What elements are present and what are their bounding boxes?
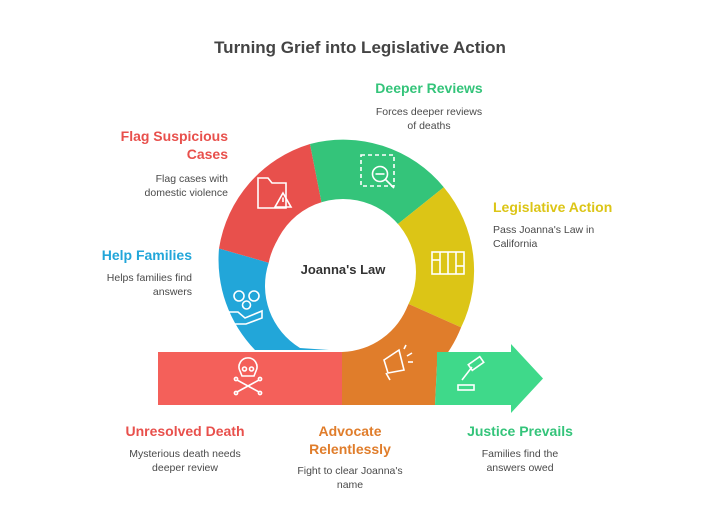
legislative-action-title: Legislative Action <box>493 199 613 215</box>
help-families-desc: Helps families find answers <box>106 272 192 298</box>
center-label: Joanna's Law <box>300 262 386 277</box>
segment-advocate-relentlessly <box>342 303 462 405</box>
justice-prevails-title: Justice Prevails <box>467 423 573 439</box>
deeper-reviews-desc: Forces deeper reviews of deaths <box>375 106 483 132</box>
advocate-relentlessly-desc: Fight to clear Joanna's name <box>297 465 403 491</box>
gavel-icon <box>457 355 485 391</box>
skull-crossbones-icon <box>233 357 263 396</box>
megaphone-icon <box>383 344 413 381</box>
folder-warning-icon <box>257 177 293 209</box>
unresolved-death-desc: Mysterious death needs deeper review <box>129 448 241 474</box>
bar-unresolved-death <box>158 352 342 405</box>
segment-legislative-action <box>396 187 475 328</box>
court-icon <box>431 251 465 275</box>
justice-prevails-desc: Families find the answers owed <box>481 448 559 474</box>
segment-flag-suspicious-cases <box>219 144 323 263</box>
magnifier-icon <box>360 154 395 189</box>
arrow-justice-prevails <box>435 344 543 413</box>
family-hands-icon <box>228 290 263 325</box>
flag-suspicious-desc: Flag cases with domestic violence <box>144 173 228 199</box>
flag-suspicious-title: Flag Suspicious Cases <box>120 128 228 162</box>
diagram-title: Turning Grief into Legislative Action <box>214 38 506 57</box>
legislative-action-desc: Pass Joanna's Law in California <box>493 224 595 250</box>
segment-deeper-reviews <box>310 139 444 226</box>
advocate-relentlessly-title: Advocate Relentlessly <box>309 423 391 457</box>
deeper-reviews-title: Deeper Reviews <box>375 80 483 96</box>
center-circle <box>270 199 416 345</box>
help-families-title: Help Families <box>101 247 192 263</box>
unresolved-death-title: Unresolved Death <box>125 423 245 439</box>
